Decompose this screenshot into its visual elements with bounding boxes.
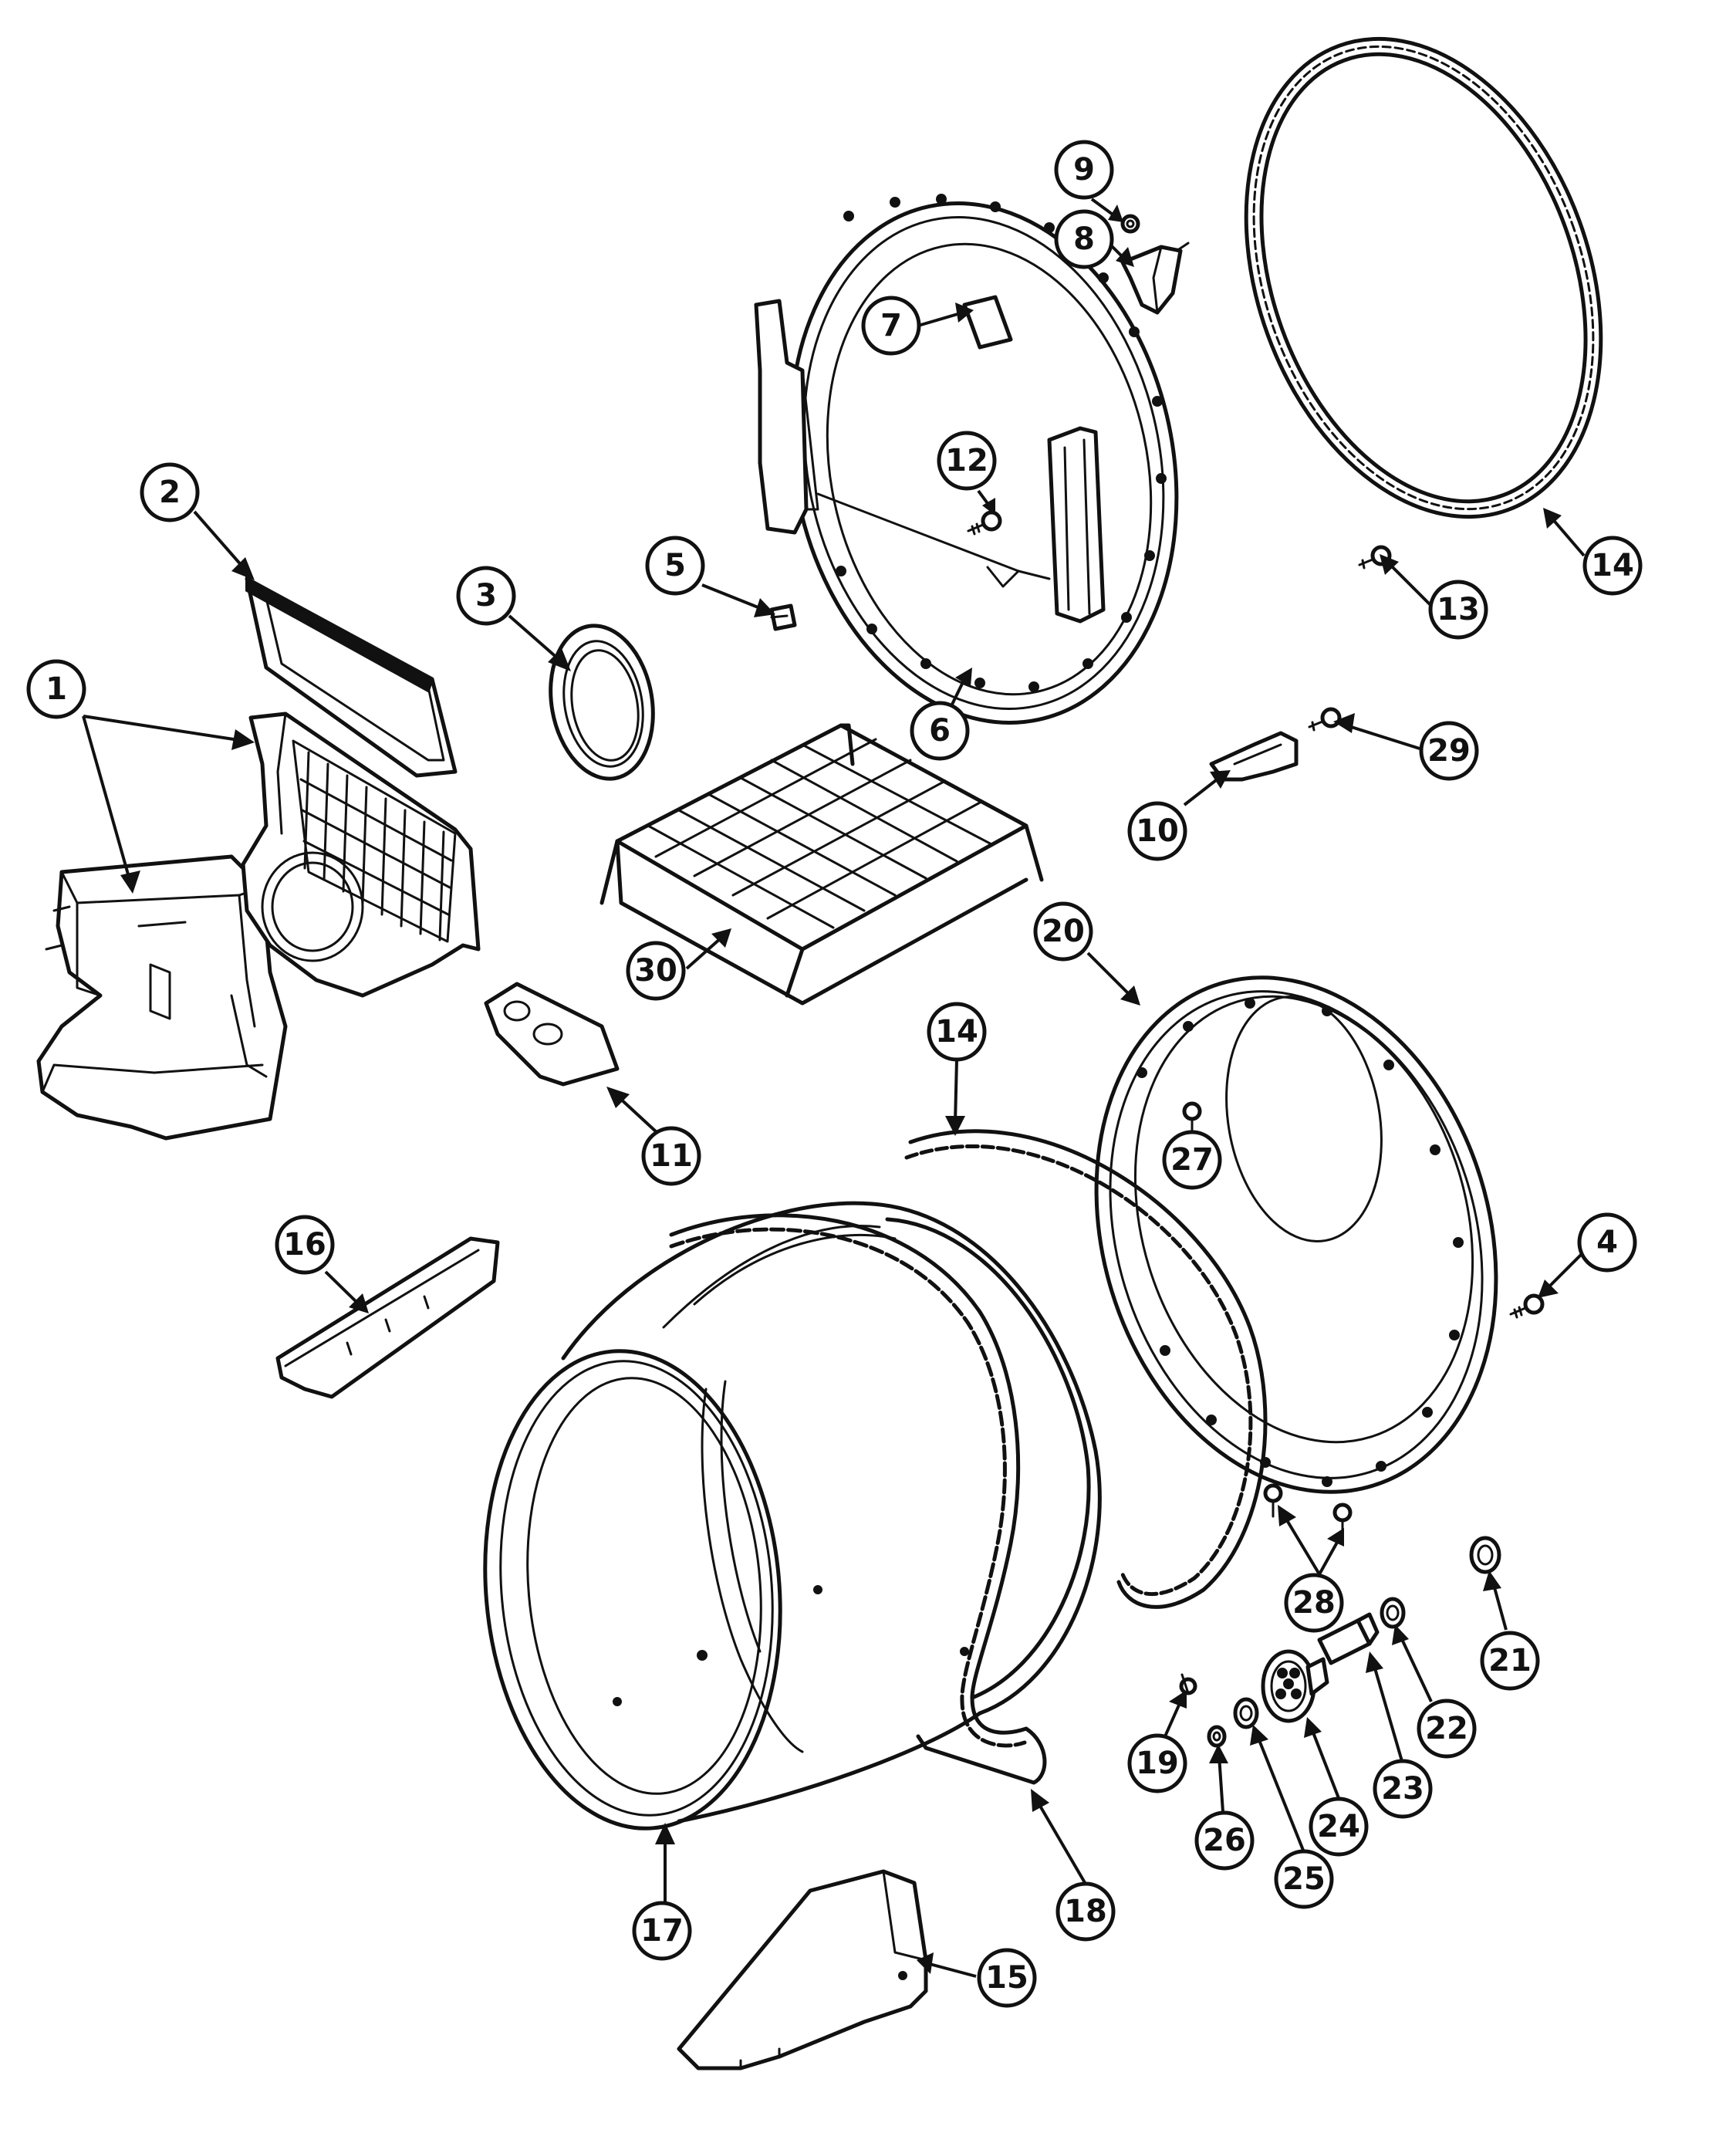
part-16-front-guide xyxy=(275,1236,500,1399)
callout-7: 7 xyxy=(861,296,921,356)
callout-15-label: 15 xyxy=(985,1960,1028,1996)
callout-16: 16 xyxy=(275,1215,335,1275)
callout-23: 23 xyxy=(1373,1759,1433,1819)
callout-26: 26 xyxy=(1194,1810,1255,1871)
callout-11-label: 11 xyxy=(650,1138,693,1174)
callout-11: 11 xyxy=(641,1126,701,1186)
callout-16-label: 16 xyxy=(283,1227,326,1263)
callouts: 1 2 3 4 5 6 7 8 9 10 11 12 13 14 14 15 1… xyxy=(26,140,1643,2008)
part-22-washer xyxy=(1380,1597,1406,1629)
part-25-washer xyxy=(1233,1697,1259,1729)
callout-1: 1 xyxy=(26,659,86,719)
callout-24: 24 xyxy=(1309,1797,1369,1857)
callout-19: 19 xyxy=(1127,1733,1187,1793)
callout-26-label: 26 xyxy=(1203,1823,1246,1858)
callout-28: 28 xyxy=(1284,1573,1344,1633)
part-17-drum xyxy=(483,1201,1102,1830)
callout-20: 20 xyxy=(1033,901,1093,962)
part-15-rear-guide xyxy=(677,1869,928,2070)
callout-22-label: 22 xyxy=(1425,1711,1468,1746)
part-11-bracket-plate xyxy=(484,982,620,1087)
callout-30-label: 30 xyxy=(634,953,677,989)
callout-9-label: 9 xyxy=(1073,152,1095,188)
callout-20-label: 20 xyxy=(1042,914,1085,949)
callout-3-label: 3 xyxy=(475,578,497,614)
callout-4-label: 4 xyxy=(1596,1225,1618,1260)
callout-29-label: 29 xyxy=(1427,733,1471,769)
part-23-shaft xyxy=(1317,1612,1380,1665)
callout-29: 29 xyxy=(1419,721,1479,781)
callout-2-label: 2 xyxy=(159,475,181,510)
part-27-screw xyxy=(1182,1101,1202,1136)
callout-18: 18 xyxy=(1055,1881,1116,1942)
callout-8-label: 8 xyxy=(1073,221,1095,257)
part-5-clip xyxy=(769,603,797,631)
part-18-drive-belt xyxy=(669,1213,1047,1785)
part-1-upper-duct xyxy=(241,712,481,998)
callout-13-label: 13 xyxy=(1437,592,1480,627)
callout-17-label: 17 xyxy=(640,1913,684,1949)
part-1-lower-duct xyxy=(36,854,288,1141)
callout-12: 12 xyxy=(937,431,997,491)
callout-7-label: 7 xyxy=(880,308,902,343)
part-9-nut xyxy=(1120,214,1140,234)
part-14-drum-seal-top xyxy=(1244,36,1603,519)
callout-14-lower: 14 xyxy=(927,1002,987,1062)
callout-3: 3 xyxy=(456,566,516,626)
callout-18-label: 18 xyxy=(1064,1894,1107,1929)
part-20-rear-bulkhead xyxy=(1094,975,1498,1494)
part-21-bearing xyxy=(1469,1536,1501,1574)
part-7-pad xyxy=(962,295,1013,350)
part-12-screw xyxy=(967,510,1002,536)
part-24-roller xyxy=(1261,1649,1329,1723)
callout-28-label: 28 xyxy=(1292,1585,1336,1621)
callout-12-label: 12 xyxy=(945,443,988,478)
callout-17: 17 xyxy=(632,1901,692,1961)
callout-9: 9 xyxy=(1054,140,1114,200)
callout-5: 5 xyxy=(645,536,705,596)
callout-8: 8 xyxy=(1054,209,1114,269)
part-4-screw xyxy=(1509,1293,1545,1319)
part-26-nut xyxy=(1207,1725,1227,1748)
callout-1-label: 1 xyxy=(46,671,67,707)
part-8-bracket xyxy=(1120,242,1190,315)
callout-25-label: 25 xyxy=(1282,1861,1326,1897)
part-2-lint-filter xyxy=(245,576,458,778)
callout-15: 15 xyxy=(977,1948,1037,2008)
callout-10-label: 10 xyxy=(1136,813,1179,849)
callout-23-label: 23 xyxy=(1381,1771,1424,1807)
callout-14-top-label: 14 xyxy=(1591,548,1634,583)
part-29-screw xyxy=(1308,707,1342,732)
callout-13: 13 xyxy=(1428,580,1488,640)
callout-27: 27 xyxy=(1162,1130,1222,1190)
callout-10: 10 xyxy=(1127,801,1187,861)
callout-14-lower-label: 14 xyxy=(935,1014,978,1050)
callout-21: 21 xyxy=(1480,1631,1540,1691)
callout-5-label: 5 xyxy=(664,548,686,583)
callout-6-label: 6 xyxy=(929,713,951,749)
callout-2: 2 xyxy=(140,462,200,522)
leader-lines xyxy=(82,198,1587,1978)
part-6-front-bulkhead xyxy=(754,194,1179,725)
callout-14-top: 14 xyxy=(1582,536,1643,596)
part-10-bracket xyxy=(1209,731,1299,782)
part-19-screw xyxy=(1179,1673,1197,1695)
callout-4: 4 xyxy=(1577,1212,1637,1273)
part-30-drying-rack xyxy=(599,723,1044,1006)
callout-24-label: 24 xyxy=(1317,1809,1360,1844)
callout-19-label: 19 xyxy=(1136,1746,1179,1781)
callout-21-label: 21 xyxy=(1488,1643,1532,1678)
part-14-drum-seal-lower xyxy=(904,1129,1268,1609)
callout-25: 25 xyxy=(1274,1849,1334,1909)
callout-22: 22 xyxy=(1417,1699,1477,1759)
callout-27-label: 27 xyxy=(1170,1142,1214,1178)
part-3-seal-ring xyxy=(549,624,655,781)
callout-30: 30 xyxy=(626,941,686,1001)
callout-6: 6 xyxy=(910,701,970,761)
